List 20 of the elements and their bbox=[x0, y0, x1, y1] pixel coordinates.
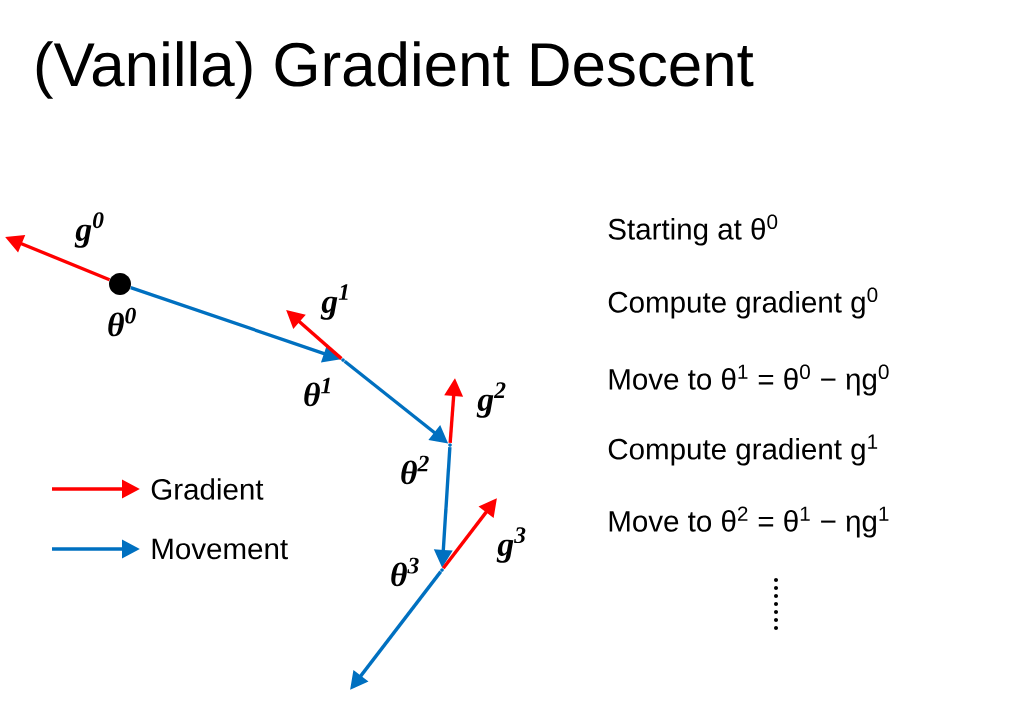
point bbox=[440, 568, 444, 572]
edge-label: g$^{3}$ bbox=[495, 525, 529, 565]
step-text: Compute gradient g$^{0}$ bbox=[608, 287, 878, 319]
edge-label: g$^{1}$ bbox=[319, 282, 353, 322]
step-text: Move to θ$^{1}$ = θ$^{0}$ − ηg$^{0}$ bbox=[609, 364, 889, 396]
point-label: θ$^{2}$ bbox=[401, 455, 429, 485]
point bbox=[341, 358, 345, 362]
legend-text: Gradient bbox=[151, 478, 264, 500]
point-label: θ$^{0}$ bbox=[108, 307, 136, 337]
edge-label: g$^{2}$ bbox=[475, 380, 509, 420]
point-label: θ$^{1}$ bbox=[304, 377, 330, 407]
step-text: Compute gradient g$^{1}$ bbox=[608, 434, 878, 466]
point bbox=[448, 443, 452, 447]
title: (Vanilla) Gradient Descent bbox=[36, 41, 754, 99]
legend-text: Movement bbox=[152, 538, 288, 560]
point-label: θ$^{3}$ bbox=[391, 557, 419, 587]
edge-label: g$^{0}$ bbox=[73, 210, 107, 250]
dot bbox=[109, 273, 131, 295]
step-text: Starting at θ$^{0}$ bbox=[608, 214, 778, 246]
step-text: Move to θ$^{2}$ = θ$^{1}$ − ηg$^{1}$ bbox=[609, 506, 889, 538]
